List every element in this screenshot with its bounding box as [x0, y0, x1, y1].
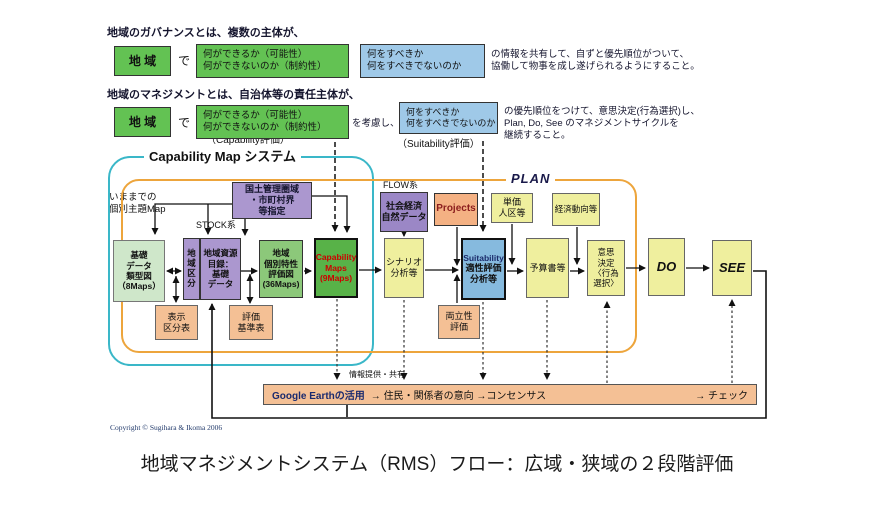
flow-label: FLOW系 [383, 180, 418, 190]
suitability-box-en: Suitability [463, 252, 504, 263]
compatibility-eval-box: 両立性 評価 [438, 305, 480, 339]
legacy-maps-note: いままでの 個別主題Map [109, 192, 166, 215]
governance-heading: 地域のガバナンスとは、複数の主体が、 [107, 27, 305, 39]
google-earth-bar-check: → チェック [695, 391, 748, 402]
management-consider-text: を考慮し、 [352, 118, 400, 129]
projects-box: Projects [434, 193, 478, 226]
management-should-box: 何をすべきか 何をすべきでないのか [399, 102, 498, 134]
info-share-label: 情報提供・共有 [349, 370, 405, 379]
economic-trends-box: 経済動向等 [552, 193, 600, 226]
management-connector: で [178, 116, 191, 130]
suitability-box-jp: 適性評価 分析等 [465, 263, 502, 285]
socio-economic-box: 社会経済 自然データ [380, 192, 428, 232]
management-heading: 地域のマネジメントとは、自治体等の責任主体が、 [107, 89, 360, 101]
see-box: SEE [712, 240, 752, 296]
capability-eval-label: （Capability評価） [206, 135, 290, 146]
management-outcome-text: の優先順位をつけて、意思決定(行為選択)し、 Plan, Do, See のマネ… [504, 106, 700, 141]
region-division-box: 地 域 区 分 [183, 238, 200, 300]
scenario-analysis-box: シナリオ 分析等 [384, 238, 424, 298]
decision-box: 意思 決定 〈行為 選択〉 [587, 240, 625, 296]
individual-eval-maps-box: 地域 個別特性 評価図 (36Maps) [259, 240, 303, 298]
do-box: DO [648, 238, 685, 296]
system-title: Capability Map システム [144, 149, 301, 166]
capability-maps-box: Capability Maps (9Maps) [314, 238, 358, 298]
google-earth-bar: Google Earthの活用 → 住民・関係者の意向 →コンセンサス → チェ… [263, 384, 757, 405]
google-earth-bar-lead: Google Earthの活用 [272, 391, 365, 402]
governance-can-box: 何ができるか（可能性） 何ができないのか（制約性） [196, 44, 349, 78]
plan-label: PLAN [506, 171, 556, 188]
governance-region-box: 地 域 [114, 46, 171, 76]
google-earth-bar-middle: → 住民・関係者の意向 →コンセンサス [370, 391, 547, 402]
governance-connector: で [178, 54, 191, 68]
display-class-table-box: 表示 区分表 [155, 305, 198, 340]
caption: 地域マネジメントシステム（RMS）フロー：広域・狭域の２段階評価 [140, 454, 734, 475]
suitability-eval-label: （Suitability評価） [397, 139, 480, 150]
regional-resources-box: 地域資源 目録： 基礎 データ [200, 238, 241, 300]
management-region-box: 地 域 [114, 107, 171, 137]
eval-criteria-table-box: 評価 基準表 [229, 305, 273, 340]
governance-outcome-text: の情報を共有して、自ずと優先順位がついて、 協働して物事を成し遂げられるようにす… [491, 49, 700, 72]
land-mgmt-zone-box: 国土管理圏域 ・市町村界 等指定 [232, 182, 312, 219]
budget-box: 予算書等 [526, 238, 569, 298]
governance-should-box: 何をすべきか 何をすべきでないのか [360, 44, 485, 78]
base-data-maps-box: 基礎 データ 類型図 （8Maps） [113, 240, 165, 302]
suitability-box: Suitability 適性評価 分析等 [461, 238, 506, 300]
copyright-text: Copyright © Sugihara & Ikoma 2006 [110, 423, 223, 432]
unit-price-box: 単価 人区等 [491, 193, 533, 223]
management-can-box: 何ができるか（可能性） 何ができないのか（制約性） [196, 105, 349, 139]
